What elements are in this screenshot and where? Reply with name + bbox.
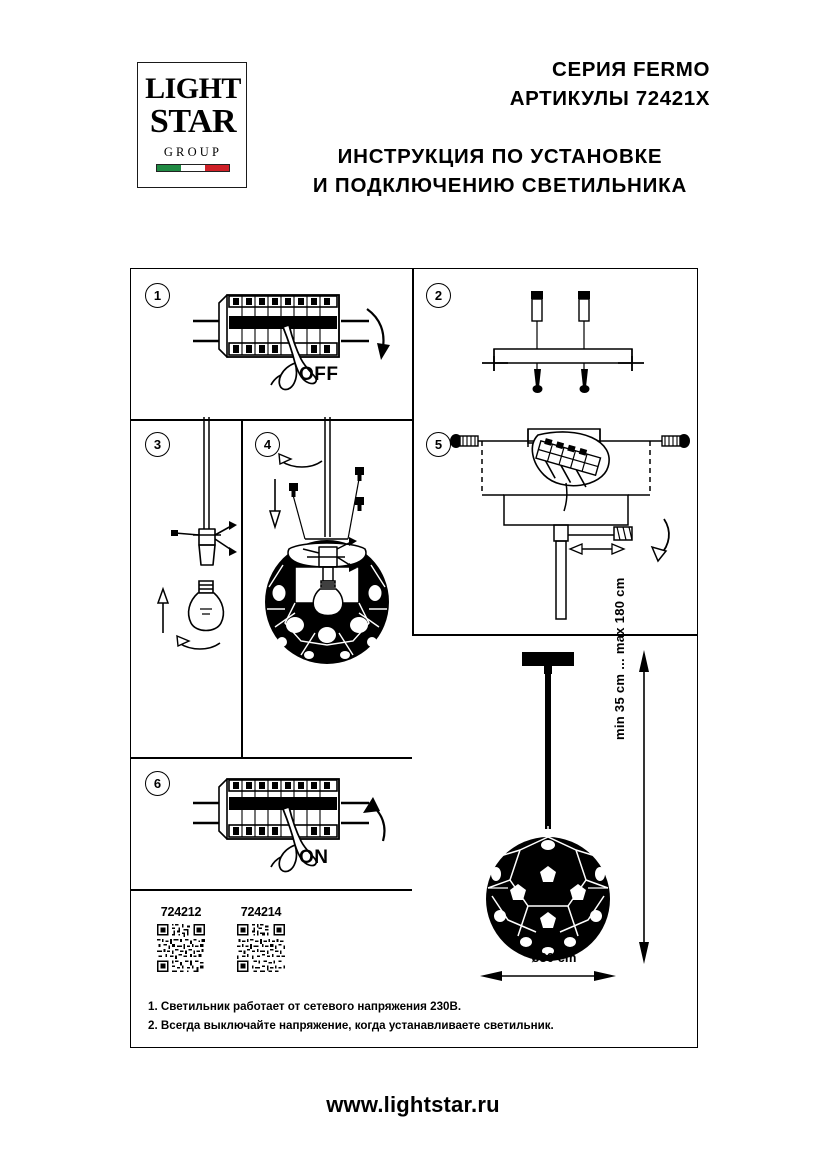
article-line: АРТИКУЛЫ 72421Х (509, 87, 710, 111)
divider-h-step1 (131, 419, 412, 421)
step-badge-6: 6 (145, 771, 170, 796)
sphere-shade (265, 537, 389, 664)
italian-flag-icon (156, 164, 230, 172)
qr-code-icon (237, 924, 285, 972)
instruction-line-1: ИНСТРУКЦИЯ ПО УСТАНОВКЕ (337, 145, 663, 168)
canopy-terminal-connection-illustration (450, 428, 690, 620)
divider-vertical-step3 (241, 419, 243, 757)
product-code-number: 724212 (160, 905, 202, 919)
step-panel-3: 3 (131, 417, 241, 757)
document-header: LIGHT STAR GROUP СЕРИЯ FERMO АРТИКУЛЫ 72… (0, 0, 826, 240)
dimension-drawing-panel (412, 634, 697, 1047)
step-badge-4: 4 (255, 432, 280, 457)
step-label-off: OFF (299, 364, 339, 385)
dimension-label-vertical: min 35 cm ... max 180 cm (612, 577, 627, 740)
circuit-breaker-on-illustration (193, 778, 386, 873)
step-label-on: ON (299, 847, 329, 868)
step-panel-4: 4 (241, 417, 412, 757)
divider-vertical-main (412, 269, 414, 634)
step-badge-1: 1 (145, 283, 170, 308)
step-badge-3: 3 (145, 432, 170, 457)
logo-text-light: LIGHT (145, 72, 241, 105)
step-badge-5: 5 (426, 432, 451, 457)
instruction-title: ИНСТРУКЦИЯ ПО УСТАНОВКЕ И ПОДКЛЮЧЕНИЮ СВ… (290, 142, 710, 200)
step-panel-1: 1 (131, 269, 412, 419)
product-code-entry-1: 724212 (148, 905, 214, 972)
step-panel-5: 5 (412, 419, 697, 634)
divider-h-step5 (412, 634, 697, 636)
product-code-number: 724214 (240, 905, 282, 919)
instruction-line-2: И ПОДКЛЮЧЕНИЮ СВЕТИЛЬНИКА (312, 174, 688, 198)
circuit-breaker-off-illustration (193, 294, 390, 391)
divider-h-step6 (131, 889, 412, 891)
sphere-shade-assembly-illustration (265, 417, 389, 664)
series-line: СЕРИЯ FERMO (552, 58, 710, 81)
dimension-sphere (486, 826, 610, 961)
qr-code-icon (157, 924, 205, 972)
instruction-panel-grid: 1 (130, 268, 698, 1048)
logo-text-group: GROUP (163, 145, 223, 159)
dimension-label-diameter: ø30 cm (531, 950, 577, 965)
divider-h-step4 (131, 757, 412, 759)
step-panel-2: 2 (412, 269, 697, 419)
logo-text-star: STAR (149, 103, 237, 140)
lightstar-logo: LIGHT STAR GROUP (137, 62, 247, 188)
bulb-installation-illustration (156, 417, 237, 650)
product-title: СЕРИЯ FERMO АРТИКУЛЫ 72421Х (290, 55, 710, 113)
product-code-entry-2: 724214 (228, 905, 294, 972)
note-line-1: 1. Светильник работает от сетевого напря… (148, 1000, 462, 1013)
mounting-bracket-illustration (482, 291, 644, 393)
step-panel-6: 6 (131, 757, 412, 889)
lamp-dimension-illustration (480, 650, 649, 981)
note-line-2: 2. Всегда выключайте напряжение, когда у… (148, 1018, 554, 1032)
footer-website[interactable]: www.lightstar.ru (326, 1092, 500, 1117)
product-codes-block: 724212 (148, 905, 298, 990)
step-badge-2: 2 (426, 283, 451, 308)
safety-notes: 1. Светильник работает от сетевого напря… (148, 998, 668, 1036)
